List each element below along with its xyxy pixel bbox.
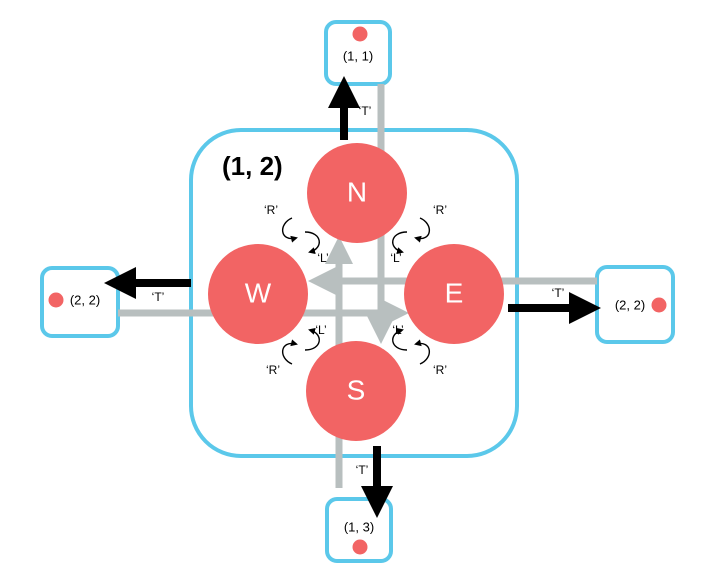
neighbor-north-label: (1, 1) [343,48,373,63]
neighbor-west-dot [48,292,64,308]
curl-se-left [392,328,408,351]
label-through-east: ‘T’ [552,286,565,300]
direction-node-north: N [307,143,407,243]
curl-ne-left [392,231,408,254]
direction-west-label: W [245,277,272,308]
neighbor-east-label: (2, 2) [615,297,645,312]
neighbor-cell-south: (1, 3) [325,497,393,563]
curl-nw-left [304,231,320,254]
label-right-sw: ‘R’ [266,363,280,377]
label-through-south: ‘T’ [356,463,369,477]
center-cell [189,128,519,458]
label-through-west: ‘T’ [152,290,165,304]
label-right-se: ‘R’ [433,363,447,377]
direction-east-label: E [445,277,464,308]
neighbor-east-dot [651,297,667,313]
neighbor-cell-west: (2, 2) [40,266,120,338]
exit-arrows [104,76,601,518]
label-left-sw: ‘L’ [315,323,326,337]
move-labels: ‘T’ ‘T’ ‘T’ ‘T’ ‘R’ ‘L’ ‘R’ ‘L’ ‘R’ ‘L’ … [152,104,565,477]
label-through-north: ‘T’ [359,104,372,118]
label-right-nw: ‘R’ [264,203,278,217]
label-left-ne: ‘L’ [390,251,401,265]
label-left-se: ‘L’ [392,323,403,337]
center-cell-label: (1, 2) [222,151,283,181]
direction-node-east: E [404,244,504,344]
turn-curls [282,217,430,365]
curl-nw-right [282,217,298,243]
curl-se-right [414,339,430,365]
curl-ne-right [414,217,430,243]
curl-sw-left [304,328,320,351]
neighbor-south-label: (1, 3) [344,519,374,534]
label-left-nw: ‘L’ [317,251,328,265]
direction-north-label: N [347,176,367,207]
direction-node-west: W [208,244,308,344]
direction-south-label: S [347,374,366,405]
neighbor-cell-north: (1, 1) [324,20,392,86]
neighbor-west-label: (2, 2) [70,292,100,307]
curl-sw-right [282,339,298,365]
neighbor-cell-east: (2, 2) [595,265,675,344]
label-right-ne: ‘R’ [433,203,447,217]
neighbor-north-dot [352,26,368,42]
direction-node-south: S [306,341,406,441]
neighbor-south-dot [352,539,368,555]
